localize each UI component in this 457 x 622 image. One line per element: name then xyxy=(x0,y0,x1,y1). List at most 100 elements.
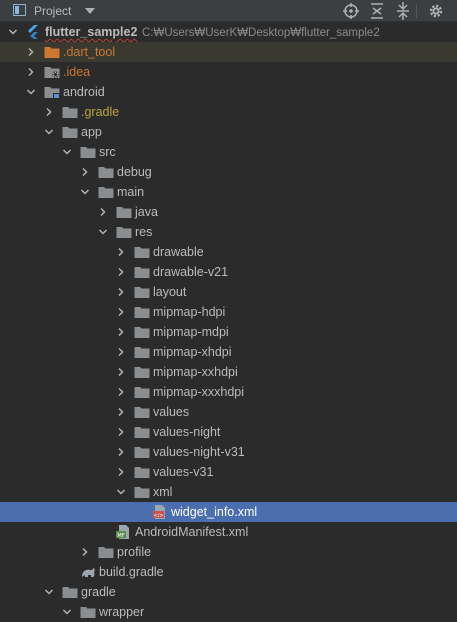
folder-icon xyxy=(62,587,78,598)
tree-row-label: values-v31 xyxy=(153,465,214,479)
collapse-all-icon[interactable] xyxy=(393,1,413,21)
folder-icon xyxy=(134,447,150,458)
tree-row[interactable]: wrapper xyxy=(0,602,457,622)
folder-icon xyxy=(62,127,78,138)
tree-row[interactable]: .gradle xyxy=(0,102,457,122)
chevron-down-icon[interactable] xyxy=(98,227,108,237)
chevron-right-icon[interactable] xyxy=(26,67,36,77)
tree-row-label: res xyxy=(135,225,153,239)
tree-row-label: wrapper xyxy=(99,605,145,619)
chevron-right-icon[interactable] xyxy=(116,367,126,377)
folder-icon xyxy=(134,247,150,258)
tree-row[interactable]: main xyxy=(0,182,457,202)
svg-text:MF: MF xyxy=(117,533,124,539)
tree-row-label: drawable-v21 xyxy=(153,265,229,279)
folder-icon xyxy=(134,347,150,358)
tree-row-label: gradle xyxy=(81,585,116,599)
chevron-right-icon[interactable] xyxy=(116,247,126,257)
chevron-right-icon[interactable] xyxy=(116,467,126,477)
tree-row-label: values xyxy=(153,405,190,419)
chevron-right-icon[interactable] xyxy=(116,307,126,317)
chevron-down-icon[interactable] xyxy=(8,27,18,37)
excluded-folder-icon xyxy=(44,47,60,58)
chevron-down-icon[interactable] xyxy=(80,187,90,197)
tree-row[interactable]: debug xyxy=(0,162,457,182)
tree-row[interactable]: </>widget_info.xml xyxy=(0,502,457,522)
folder-icon xyxy=(80,607,96,618)
tree-row[interactable]: drawable xyxy=(0,242,457,262)
tree-row[interactable]: values-night xyxy=(0,422,457,442)
tree-row[interactable]: mipmap-xxxhdpi xyxy=(0,382,457,402)
tree-row[interactable]: mipmap-hdpi xyxy=(0,302,457,322)
tree-row-label: app xyxy=(81,125,102,139)
chevron-down-icon[interactable] xyxy=(116,487,126,497)
tree-row[interactable]: mipmap-mdpi xyxy=(0,322,457,342)
tree-row-label: main xyxy=(117,185,145,199)
chevron-right-icon[interactable] xyxy=(116,347,126,357)
tree-row[interactable]: gradle xyxy=(0,582,457,602)
chevron-right-icon[interactable] xyxy=(116,407,126,417)
tree-row[interactable]: build.gradle xyxy=(0,562,457,582)
chevron-down-icon[interactable] xyxy=(44,127,54,137)
folder-icon xyxy=(116,207,132,218)
chevron-right-icon[interactable] xyxy=(116,427,126,437)
expand-all-icon[interactable] xyxy=(367,1,387,21)
tree-row-label: mipmap-xhdpi xyxy=(153,345,232,359)
folder-icon xyxy=(98,167,114,178)
tree-row[interactable]: android xyxy=(0,82,457,102)
chevron-down-icon[interactable] xyxy=(26,87,36,97)
chevron-down-icon[interactable] xyxy=(44,587,54,597)
folder-icon xyxy=(134,467,150,478)
chevron-down-icon[interactable] xyxy=(62,607,72,617)
tree-row-label: .gradle xyxy=(81,105,120,119)
gear-icon[interactable] xyxy=(426,1,446,21)
tree-row[interactable]: drawable-v21 xyxy=(0,262,457,282)
tree-row[interactable]: java xyxy=(0,202,457,222)
chevron-right-icon[interactable] xyxy=(116,327,126,337)
tree-row[interactable]: res xyxy=(0,222,457,242)
chevron-right-icon[interactable] xyxy=(98,207,108,217)
tree-row-label: widget_info.xml xyxy=(171,505,258,519)
chevron-right-icon[interactable] xyxy=(80,167,90,177)
chevron-right-icon[interactable] xyxy=(26,47,36,57)
tree-row[interactable]: .dart_tool xyxy=(0,42,457,62)
tree-row-label: drawable xyxy=(153,245,204,259)
chevron-right-icon[interactable] xyxy=(44,107,54,117)
project-panel-icon[interactable] xyxy=(13,4,26,16)
chevron-right-icon[interactable] xyxy=(116,387,126,397)
tree-row-label: mipmap-xxxhdpi xyxy=(153,385,245,399)
tree-row[interactable]: values-night-v31 xyxy=(0,442,457,462)
tree-row[interactable]: .idea xyxy=(0,62,457,82)
chevron-right-icon[interactable] xyxy=(80,547,90,557)
chevron-right-icon[interactable] xyxy=(116,287,126,297)
folder-icon xyxy=(134,367,150,378)
tree-row[interactable]: values-v31 xyxy=(0,462,457,482)
panel-title[interactable]: Project xyxy=(34,4,72,18)
tree-row[interactable]: layout xyxy=(0,282,457,302)
flutter-module-icon xyxy=(28,25,38,39)
folder-icon xyxy=(134,327,150,338)
tree-row[interactable]: src xyxy=(0,142,457,162)
android-module-icon xyxy=(44,87,60,99)
tree-row[interactable]: MF AndroidManifest.xml xyxy=(0,522,457,542)
folder-icon xyxy=(98,187,114,198)
locate-icon[interactable] xyxy=(341,1,361,21)
tree-row[interactable]: app xyxy=(0,122,457,142)
tree-row[interactable]: values xyxy=(0,402,457,422)
tree-row[interactable]: xml xyxy=(0,482,457,502)
tree-row-label: AndroidManifest.xml xyxy=(135,525,249,539)
tree-row[interactable]: mipmap-xhdpi xyxy=(0,342,457,362)
dropdown-arrow-icon[interactable] xyxy=(84,6,96,16)
tree-row[interactable]: mipmap-xxhdpi xyxy=(0,362,457,382)
chevron-right-icon[interactable] xyxy=(116,267,126,277)
chevron-down-icon[interactable] xyxy=(62,147,72,157)
tree-row[interactable]: profile xyxy=(0,542,457,562)
tree-row-label: values-night-v31 xyxy=(153,445,245,459)
chevron-right-icon[interactable] xyxy=(116,447,126,457)
tree-row-label: profile xyxy=(117,545,152,559)
tree-row-label: android xyxy=(63,85,105,99)
folder-icon xyxy=(134,287,150,298)
folder-icon xyxy=(134,487,150,498)
